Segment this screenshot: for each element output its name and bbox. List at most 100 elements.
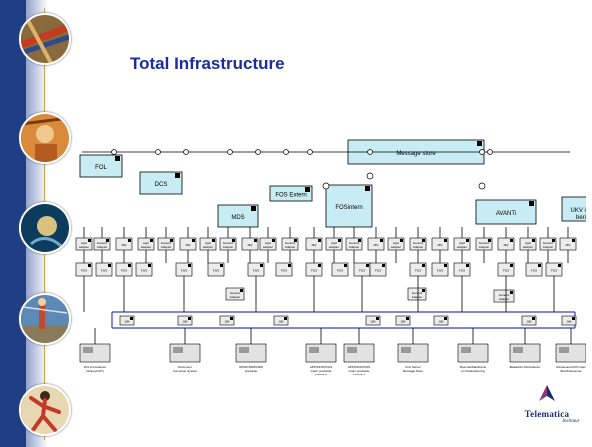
photo-underwater-icon <box>19 202 71 254</box>
qm-node-4-marker <box>376 317 379 320</box>
mq-node-17-marker <box>444 239 447 242</box>
converter-node-12-label: FOS <box>415 269 421 273</box>
mq-node-14-label: MQ <box>374 243 379 247</box>
system-fos-intern-label: FOSintern <box>335 205 362 211</box>
backend-label-7: Belastinfo Particulieren <box>510 365 541 369</box>
converter-node-9-label: FOS <box>337 269 343 273</box>
adapter-node-18-label: adapter <box>457 245 467 249</box>
qm-node-2-marker <box>230 317 233 320</box>
converter-node-9-marker <box>344 264 347 267</box>
extra-adapter-0-label: Adapter <box>230 295 241 299</box>
qm-node-0-label: QM <box>125 320 130 324</box>
adapter-node-9-label: adapter <box>263 245 273 249</box>
system-fol-label: FOL <box>95 165 107 171</box>
connector-node-5 <box>284 150 289 155</box>
backend-server-0-panel <box>83 347 93 353</box>
backend-label-1: Conversie System <box>173 369 198 373</box>
connector-node-8 <box>480 150 485 155</box>
converter-node-6-marker <box>260 264 263 267</box>
converter-node-2-marker <box>128 264 131 267</box>
converter-node-13-marker <box>444 264 447 267</box>
qm-node-5-marker <box>406 317 409 320</box>
backend-server-2-panel <box>239 347 249 353</box>
telematica-logo: Telematica Instituut <box>511 384 583 442</box>
qm-node-8-label: QM <box>567 320 572 324</box>
logo-sub: Instituut <box>511 419 583 424</box>
adapter-node-12-label: adapter <box>329 245 339 249</box>
adapter-node-9-marker <box>272 239 275 242</box>
photo-dancer-icon <box>19 384 71 436</box>
adapter-node-1-label: Adapter <box>97 245 108 249</box>
converter-node-2-label: FOS <box>121 269 127 273</box>
extra-adapter-1-marker <box>422 289 425 292</box>
mq-node-23-label: MQ <box>566 243 571 247</box>
mq-node-11-marker <box>318 239 321 242</box>
mq-node-5-marker <box>192 239 195 242</box>
system-message-store-marker <box>477 141 482 146</box>
qm-node-3-label: QM <box>279 320 284 324</box>
mq-node-20-marker <box>510 239 513 242</box>
converter-node-14-marker <box>466 264 469 267</box>
system-mds-label: MDS <box>231 215 244 221</box>
mq-node-5-label: MQ <box>186 243 191 247</box>
converter-node-5-label: FOS <box>213 269 219 273</box>
junction-node-2 <box>323 183 329 189</box>
adapter-node-7-label: Adapter <box>223 245 234 249</box>
converter-node-10-label: FOS <box>359 269 365 273</box>
converter-node-4-label: FOS <box>181 269 187 273</box>
qm-node-4-label: QM <box>371 320 376 324</box>
system-fos-extern-marker <box>305 187 310 192</box>
adapter-node-21-marker <box>532 239 535 242</box>
converter-node-13-label: FOS <box>437 269 443 273</box>
connector-node-0 <box>112 150 117 155</box>
system-fol-marker <box>115 156 120 161</box>
backend-server-5-panel <box>401 347 411 353</box>
converter-node-15-marker <box>510 264 513 267</box>
logo-name: Telematica <box>511 409 583 419</box>
qm-node-3-marker <box>284 317 287 320</box>
system-ukv-label: UKV intern <box>570 208 586 214</box>
connector-node-9 <box>488 150 493 155</box>
mq-node-20-label: MQ <box>504 243 509 247</box>
backend-server-3-panel <box>309 347 319 353</box>
adapter-node-16-label: Adapter <box>413 245 424 249</box>
system-fos-intern-marker <box>365 186 370 191</box>
system-fos-extern-label: FOS Extern <box>275 193 306 199</box>
backend-label-4: APPOS/2 <box>353 373 366 375</box>
converter-node-3-label: FOS <box>141 269 147 273</box>
backend-server-8-panel <box>559 347 569 353</box>
backend-label-0: Online(CUIT) <box>86 369 104 373</box>
backend-server-7-panel <box>513 347 523 353</box>
adapter-node-15-marker <box>400 239 403 242</box>
adapter-node-15-label: adapter <box>391 245 401 249</box>
mq-node-11-label: MQ <box>312 243 317 247</box>
connector-node-1 <box>156 150 161 155</box>
extra-adapter-0-marker <box>240 289 243 292</box>
qm-node-0-marker <box>130 317 133 320</box>
adapter-node-3-marker <box>150 239 153 242</box>
backend-label-3: APPOS/1 <box>315 373 328 375</box>
qm-node-5-label: QM <box>401 320 406 324</box>
system-avanti-marker <box>529 201 534 206</box>
converter-node-7-label: FOS <box>281 269 287 273</box>
connector-node-3 <box>228 150 233 155</box>
converter-node-0-marker <box>88 264 91 267</box>
mq-node-2-label: MQ <box>122 243 127 247</box>
backend-label-6: en Ondersteuning <box>461 369 485 373</box>
system-avanti-label: AVANTi <box>496 211 516 217</box>
converter-node-15-label: FOS <box>503 269 509 273</box>
converter-node-1-label: FOS <box>101 269 107 273</box>
slide-title: Total Infrastructure <box>130 54 285 74</box>
mq-node-17-label: MQ <box>438 243 443 247</box>
adapter-node-0-marker <box>88 239 91 242</box>
system-dcs-label: DCS <box>155 182 168 188</box>
system-ukv-label: bericht <box>576 215 586 221</box>
converter-node-17-marker <box>558 264 561 267</box>
connector-node-6 <box>308 150 313 155</box>
converter-node-12-marker <box>422 264 425 267</box>
qm-node-1-marker <box>188 317 191 320</box>
adapter-node-10-label: Adapter <box>285 245 296 249</box>
junction-node-0 <box>367 173 373 179</box>
converter-node-1-marker <box>108 264 111 267</box>
